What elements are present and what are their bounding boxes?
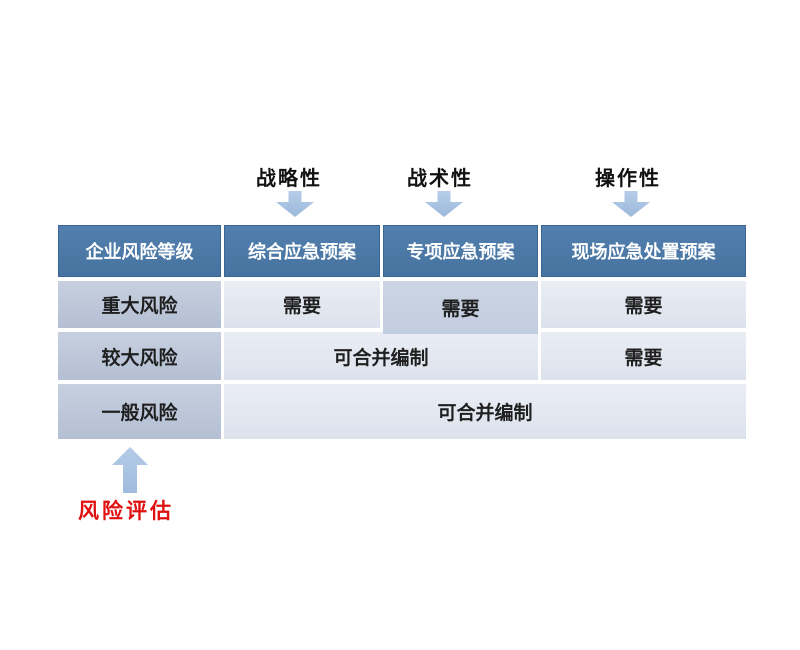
down-arrow-icon: [612, 191, 650, 217]
header-cell-comprehensive-plan: 综合应急预案: [224, 225, 380, 277]
header-cell-risk-level: 企业风险等级: [58, 225, 221, 277]
cell-major-special-highlighted: 需要: [383, 281, 538, 334]
cell-larger-onsite: 需要: [541, 332, 746, 380]
down-arrow-icon: [276, 191, 314, 217]
cell-general-risk-level: 一般风险: [58, 384, 221, 439]
cell-major-risk-level: 重大风险: [58, 281, 221, 328]
risk-table: 企业风险等级 综合应急预案 专项应急预案 现场应急处置预案 重大风险 需要 需要…: [58, 225, 746, 439]
cell-major-comprehensive: 需要: [224, 281, 380, 328]
cell-general-merged: 可合并编制: [224, 384, 746, 439]
risk-assessment-label: 风险评估: [78, 499, 174, 523]
cell-larger-risk-level: 较大风险: [58, 332, 221, 380]
header-cell-special-plan: 专项应急预案: [383, 225, 538, 277]
header-cell-onsite-plan: 现场应急处置预案: [541, 225, 746, 277]
up-arrow-icon: [112, 447, 148, 493]
down-arrow-icon: [425, 191, 463, 217]
annotation-tactical: 战术性: [407, 168, 473, 190]
annotation-operational: 操作性: [595, 168, 661, 190]
annotation-strategic: 战略性: [256, 168, 322, 190]
cell-major-onsite: 需要: [541, 281, 746, 328]
cell-larger-merged: 可合并编制: [224, 332, 538, 380]
